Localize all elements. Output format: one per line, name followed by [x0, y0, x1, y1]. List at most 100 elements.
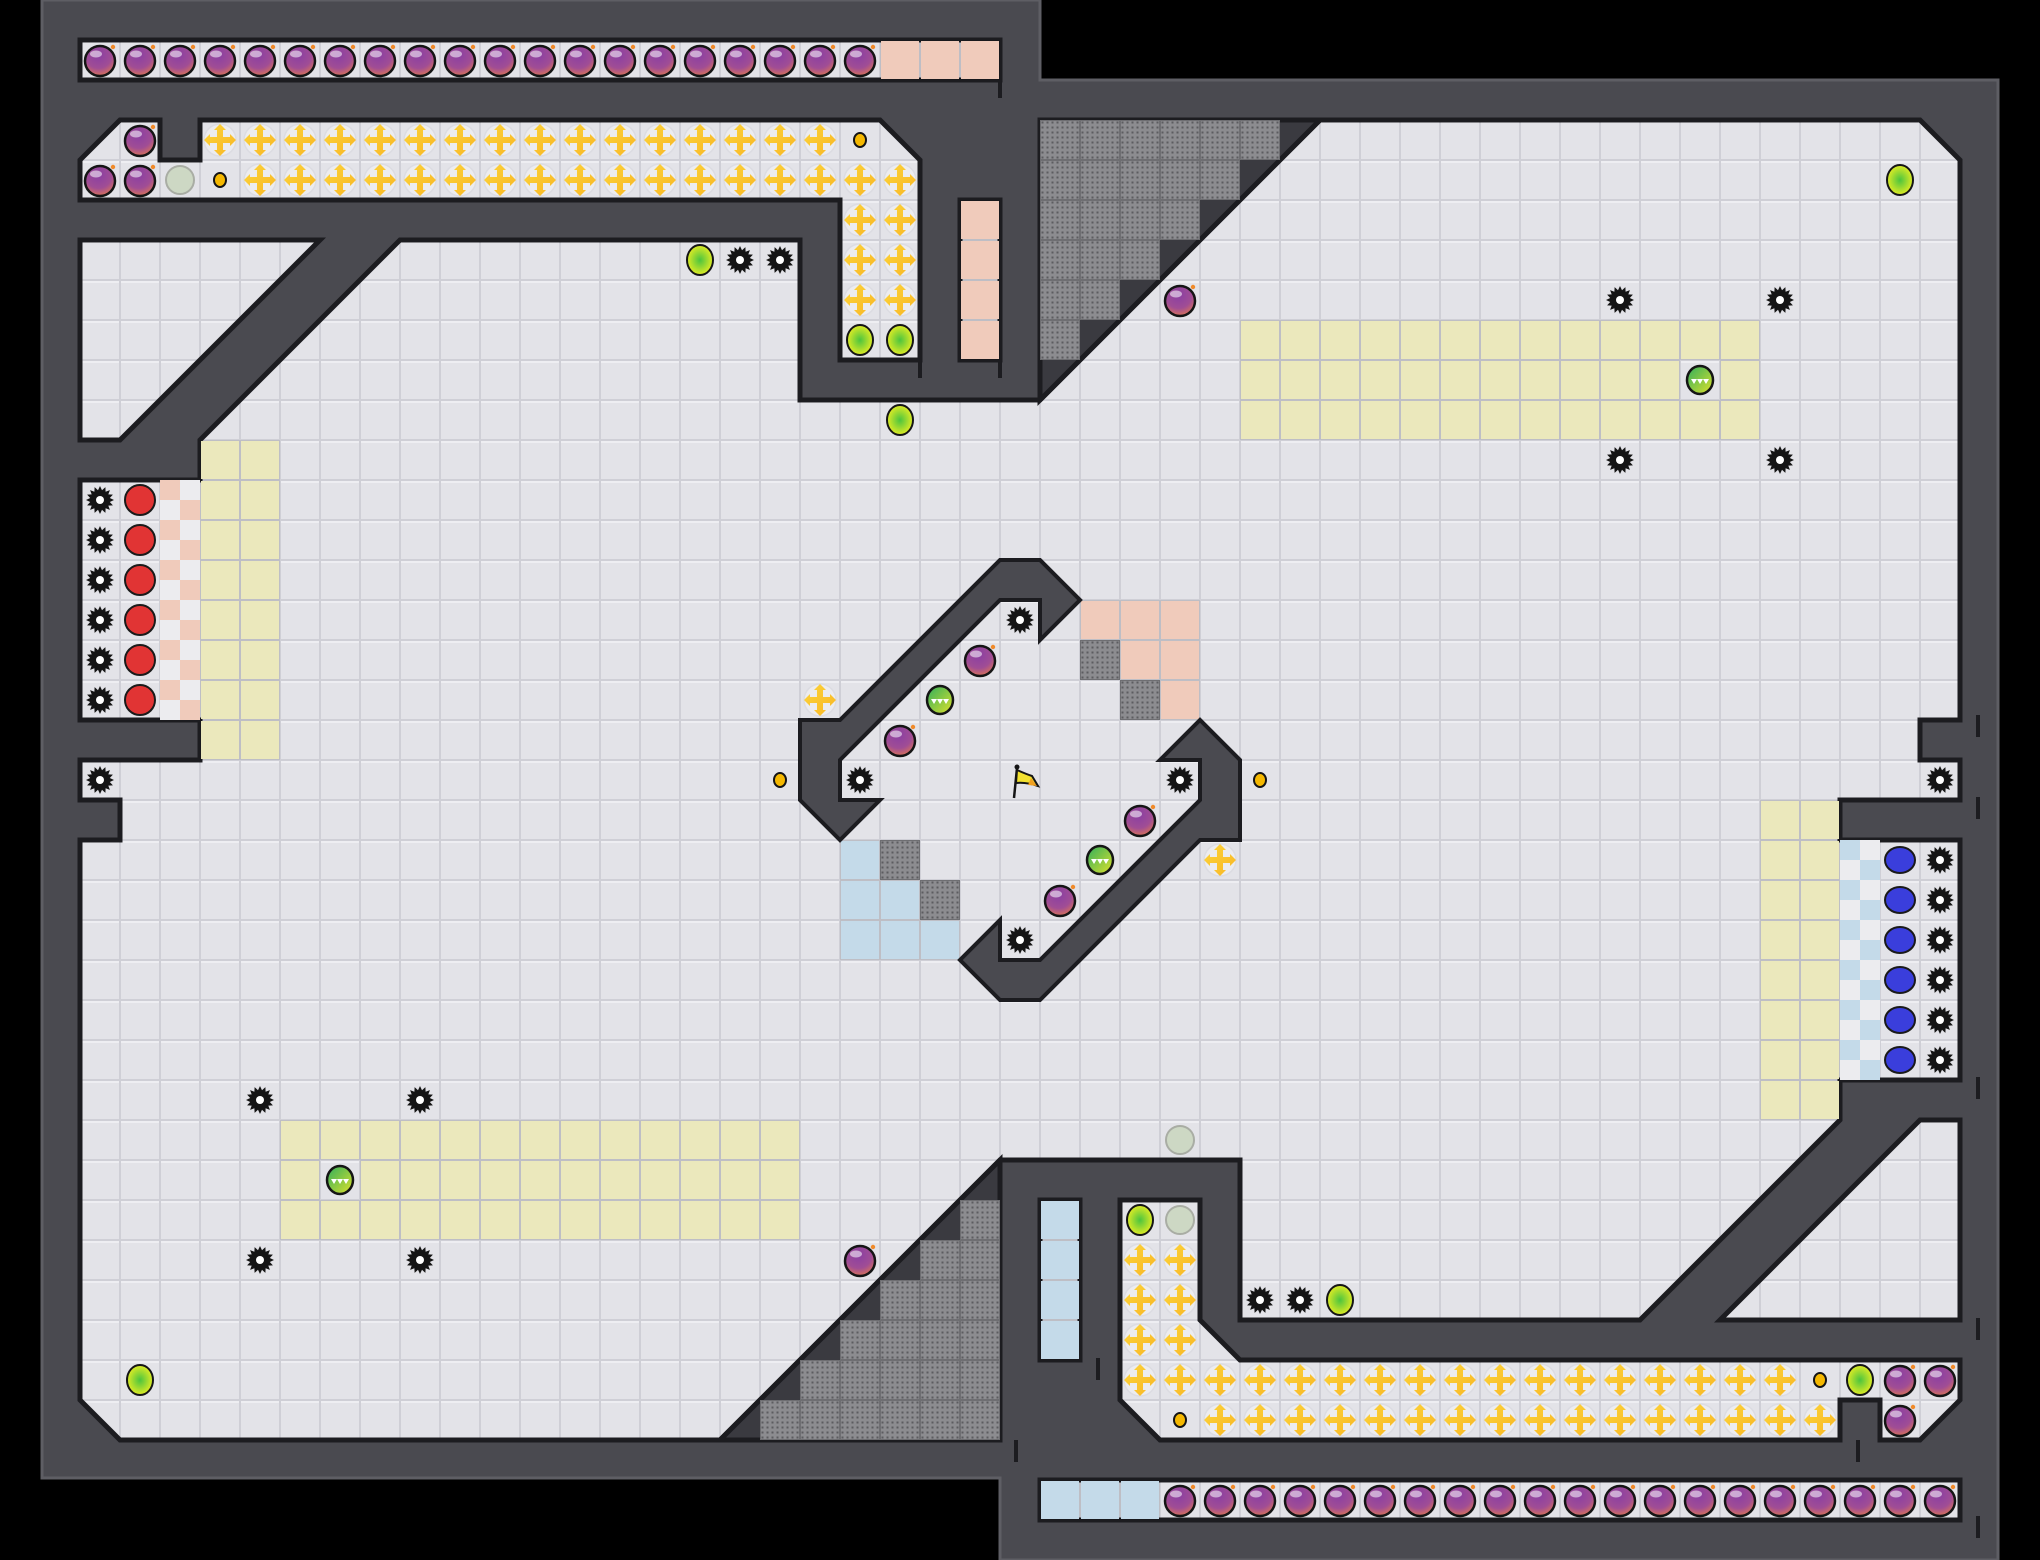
- red-orb-icon: [124, 484, 156, 516]
- blue-orb-body: [1884, 886, 1916, 914]
- floor-tile-yellow: [640, 1200, 680, 1240]
- floor-tile-yellow: [760, 1120, 800, 1160]
- plus-arrows: [604, 124, 636, 156]
- bomb-body: [123, 124, 157, 158]
- gear-icon: [1926, 846, 1954, 874]
- inner-walls: [798, 558, 1242, 1002]
- move-cross-icon: [1403, 1403, 1437, 1437]
- floor-tile-yellow: [1400, 400, 1440, 440]
- plus-arrows: [1804, 1404, 1836, 1436]
- plus-arrows: [724, 124, 756, 156]
- tile-face: [841, 841, 879, 879]
- floor-tile-yellow: [520, 1120, 560, 1160]
- gear-icon: [1926, 1006, 1954, 1034]
- gear-icon: [86, 766, 114, 794]
- move-cross-icon: [1523, 1403, 1557, 1437]
- tile-face: [201, 561, 239, 599]
- bomb-body: [643, 44, 677, 78]
- gear-hole: [416, 1096, 424, 1104]
- tile-check: [180, 700, 200, 720]
- floor-tile-yellow: [1680, 320, 1720, 360]
- floor-tile-salmon: [920, 40, 960, 80]
- tile-check: [1840, 920, 1860, 940]
- bomb-shine: [450, 50, 462, 58]
- striped-mark: [331, 1179, 337, 1184]
- plus-arrows: [1124, 1284, 1156, 1316]
- bomb-body: [763, 44, 797, 78]
- tile-check: [1840, 1040, 1860, 1060]
- tile-face: [1481, 361, 1519, 399]
- tile-check: [1860, 900, 1880, 920]
- floor-tile-yellow: [240, 480, 280, 520]
- bomb-shine: [1610, 1490, 1622, 1498]
- floor-tile-blue: [880, 880, 920, 920]
- bomb-body: [1283, 1484, 1317, 1518]
- move-cross-icon: [323, 163, 357, 197]
- floor-tile-yellow: [720, 1200, 760, 1240]
- bomb-icon: [1563, 1484, 1597, 1518]
- bomb-fuse: [470, 44, 476, 50]
- plus-arrows: [1124, 1364, 1156, 1396]
- tile-face: [201, 601, 239, 639]
- tile-check: [160, 680, 180, 700]
- bomb-fuse: [1750, 1484, 1756, 1490]
- tile-face: [241, 641, 279, 679]
- bomb-body: [1243, 1484, 1277, 1518]
- plus-arrows: [644, 124, 676, 156]
- coin-dot-icon: [1813, 1372, 1827, 1388]
- bomb-icon: [683, 44, 717, 78]
- lime-orb-icon: [846, 324, 874, 356]
- blue-orb-icon: [1884, 1046, 1916, 1074]
- gear-icon: [86, 606, 114, 634]
- plus-arrows: [1604, 1404, 1636, 1436]
- tile-face: [201, 441, 239, 479]
- tile-check: [180, 620, 200, 640]
- bomb-shine: [1690, 1490, 1702, 1498]
- tile-face: [1321, 401, 1359, 439]
- floor-tile-yellow: [480, 1160, 520, 1200]
- bomb-icon: [1883, 1484, 1917, 1518]
- striped-mark: [343, 1179, 349, 1184]
- plus-arrows: [1364, 1364, 1396, 1396]
- tile-face: [1161, 601, 1199, 639]
- floor-tile-yellow: [240, 720, 280, 760]
- floor-tile-gray: [960, 1200, 1000, 1240]
- tile-face: [1601, 361, 1639, 399]
- lime-body: [886, 324, 914, 356]
- move-cross-icon: [443, 163, 477, 197]
- plus-arrows: [364, 164, 396, 196]
- tile-face: [1081, 161, 1119, 199]
- bomb-icon: [563, 44, 597, 78]
- floor-tile-yellow: [1640, 360, 1680, 400]
- tile-face: [1721, 321, 1759, 359]
- floor-tile-yellow: [360, 1120, 400, 1160]
- floor-tile-yellow: [1440, 360, 1480, 400]
- bomb-icon: [1163, 1484, 1197, 1518]
- plus-arrows: [284, 124, 316, 156]
- floor-tile-yellow: [200, 520, 240, 560]
- coin-dot-icon: [853, 132, 867, 148]
- bomb-icon: [1363, 1484, 1397, 1518]
- bomb-shine: [1370, 1490, 1382, 1498]
- gear-icon: [846, 766, 874, 794]
- move-cross-icon: [403, 163, 437, 197]
- bomb-shine: [850, 50, 862, 58]
- bomb-fuse: [1630, 1484, 1636, 1490]
- bomb-shine: [1530, 1490, 1542, 1498]
- floor-tile-yellow: [1360, 360, 1400, 400]
- tile-check: [180, 660, 200, 680]
- gear-icon: [1246, 1286, 1274, 1314]
- bomb-body: [1203, 1484, 1237, 1518]
- floor-tile-salmon: [1120, 600, 1160, 640]
- move-cross-icon: [683, 123, 717, 157]
- tile-face: [721, 1161, 759, 1199]
- tile-face: [1441, 361, 1479, 399]
- floor-tile-yellow: [1760, 1080, 1800, 1120]
- floor-tile-blue: [1040, 1480, 1080, 1520]
- floor-tile-blue: [1040, 1200, 1080, 1240]
- plus-arrows: [1244, 1404, 1276, 1436]
- floor-tile-gray: [1160, 160, 1200, 200]
- plus-arrows: [1324, 1404, 1356, 1436]
- tile-face: [361, 1201, 399, 1239]
- bomb-shine: [1770, 1490, 1782, 1498]
